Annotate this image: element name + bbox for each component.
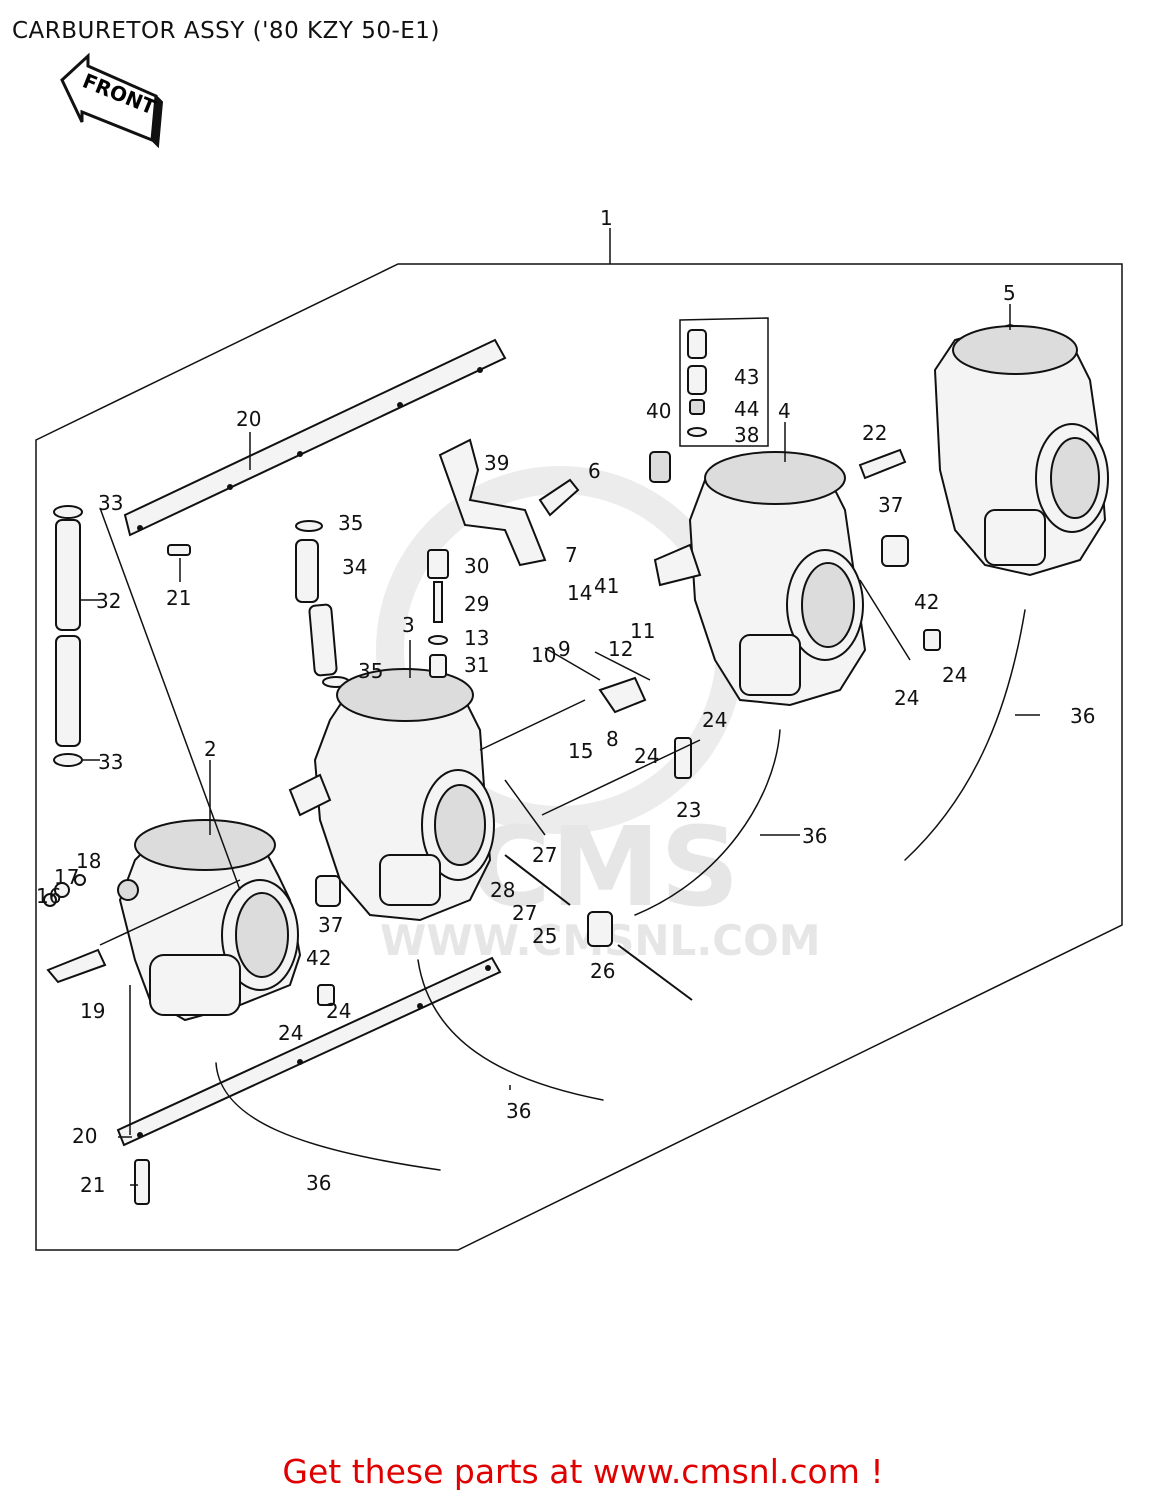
callout-40: 40 — [646, 399, 671, 423]
callout-36-c: 36 — [506, 1099, 531, 1123]
fuel-hoses-36 — [215, 609, 1026, 1171]
callout-24-d: 24 — [942, 663, 967, 687]
carburetor-2 — [117, 819, 302, 1022]
callout-39: 39 — [484, 451, 509, 475]
carburetor-3 — [288, 668, 495, 922]
callout-15: 15 — [568, 739, 593, 763]
callout-43: 43 — [734, 365, 759, 389]
callout-labels: 1 2 3 4 5 6 7 8 9 10 11 12 13 14 15 16 1… — [36, 206, 1095, 1197]
callout-24-c: 24 — [894, 686, 919, 710]
callout-19: 19 — [80, 999, 105, 1023]
callout-42-left: 42 — [306, 946, 331, 970]
callout-27-b: 27 — [512, 901, 537, 925]
callout-37-right: 37 — [878, 493, 903, 517]
callout-37-left: 37 — [318, 913, 343, 937]
callout-33-upper: 33 — [98, 491, 123, 515]
callout-27-a: 27 — [532, 843, 557, 867]
callout-35-lower: 35 — [358, 659, 383, 683]
callout-23: 23 — [676, 798, 701, 822]
callout-38: 38 — [734, 423, 759, 447]
callout-36-d: 36 — [306, 1171, 331, 1195]
callout-41: 41 — [594, 574, 619, 598]
callout-29: 29 — [464, 592, 489, 616]
callout-18: 18 — [76, 849, 101, 873]
small-parts — [43, 317, 941, 1205]
upper-mounting-plate — [123, 338, 507, 537]
callout-36-a: 36 — [1070, 704, 1095, 728]
callout-14: 14 — [567, 581, 592, 605]
callout-30: 30 — [464, 554, 489, 578]
callout-26: 26 — [590, 959, 615, 983]
callout-24-f: 24 — [326, 999, 351, 1023]
callout-21-upper: 21 — [166, 586, 191, 610]
front-arrow-icon: FRONT — [60, 52, 164, 149]
callout-33-lower: 33 — [98, 750, 123, 774]
callout-21-lower: 21 — [80, 1173, 105, 1197]
carburetor-5 — [933, 323, 1109, 577]
callout-20-upper: 20 — [236, 407, 261, 431]
callout-44: 44 — [734, 397, 759, 421]
page-title: CARBURETOR ASSY ('80 KZY 50-E1) — [12, 18, 440, 44]
callout-13: 13 — [464, 626, 489, 650]
callout-2: 2 — [204, 737, 217, 761]
footer-promo-text[interactable]: Get these parts at www.cmsnl.com ! — [282, 1452, 884, 1491]
carburetor-4 — [653, 451, 867, 707]
balance-tube-34 — [295, 520, 350, 688]
callout-7: 7 — [565, 543, 578, 567]
leader-lines — [80, 304, 1040, 1186]
callout-17: 17 — [54, 865, 79, 889]
callout-35-upper: 35 — [338, 511, 363, 535]
callout-36-b: 36 — [802, 824, 827, 848]
callout-5: 5 — [1003, 281, 1016, 305]
callout-6: 6 — [588, 459, 601, 483]
callout-25: 25 — [532, 924, 557, 948]
callout-24-e: 24 — [278, 1021, 303, 1045]
callout-12: 12 — [608, 637, 633, 661]
callout-10: 10 — [531, 643, 556, 667]
throttle-link-lever-39 — [438, 438, 580, 567]
callout-24-b: 24 — [634, 744, 659, 768]
callout-32: 32 — [96, 589, 121, 613]
callout-24-a: 24 — [702, 708, 727, 732]
callout-1: 1 — [600, 206, 613, 230]
lower-mounting-plate — [116, 956, 502, 1147]
callout-3: 3 — [402, 613, 415, 637]
callout-16: 16 — [36, 884, 61, 908]
callout-31: 31 — [464, 653, 489, 677]
callout-22: 22 — [862, 421, 887, 445]
balance-tube-32 — [53, 505, 83, 767]
callout-20-lower: 20 — [72, 1124, 97, 1148]
callout-9: 9 — [558, 637, 571, 661]
callout-8: 8 — [606, 727, 619, 751]
callout-11: 11 — [630, 619, 655, 643]
watermark-brand: CMS — [470, 803, 739, 931]
callout-28: 28 — [490, 878, 515, 902]
callout-4: 4 — [778, 399, 791, 423]
callout-42-right: 42 — [914, 590, 939, 614]
assembly-boundary — [35, 263, 1123, 1251]
callout-34: 34 — [342, 555, 367, 579]
